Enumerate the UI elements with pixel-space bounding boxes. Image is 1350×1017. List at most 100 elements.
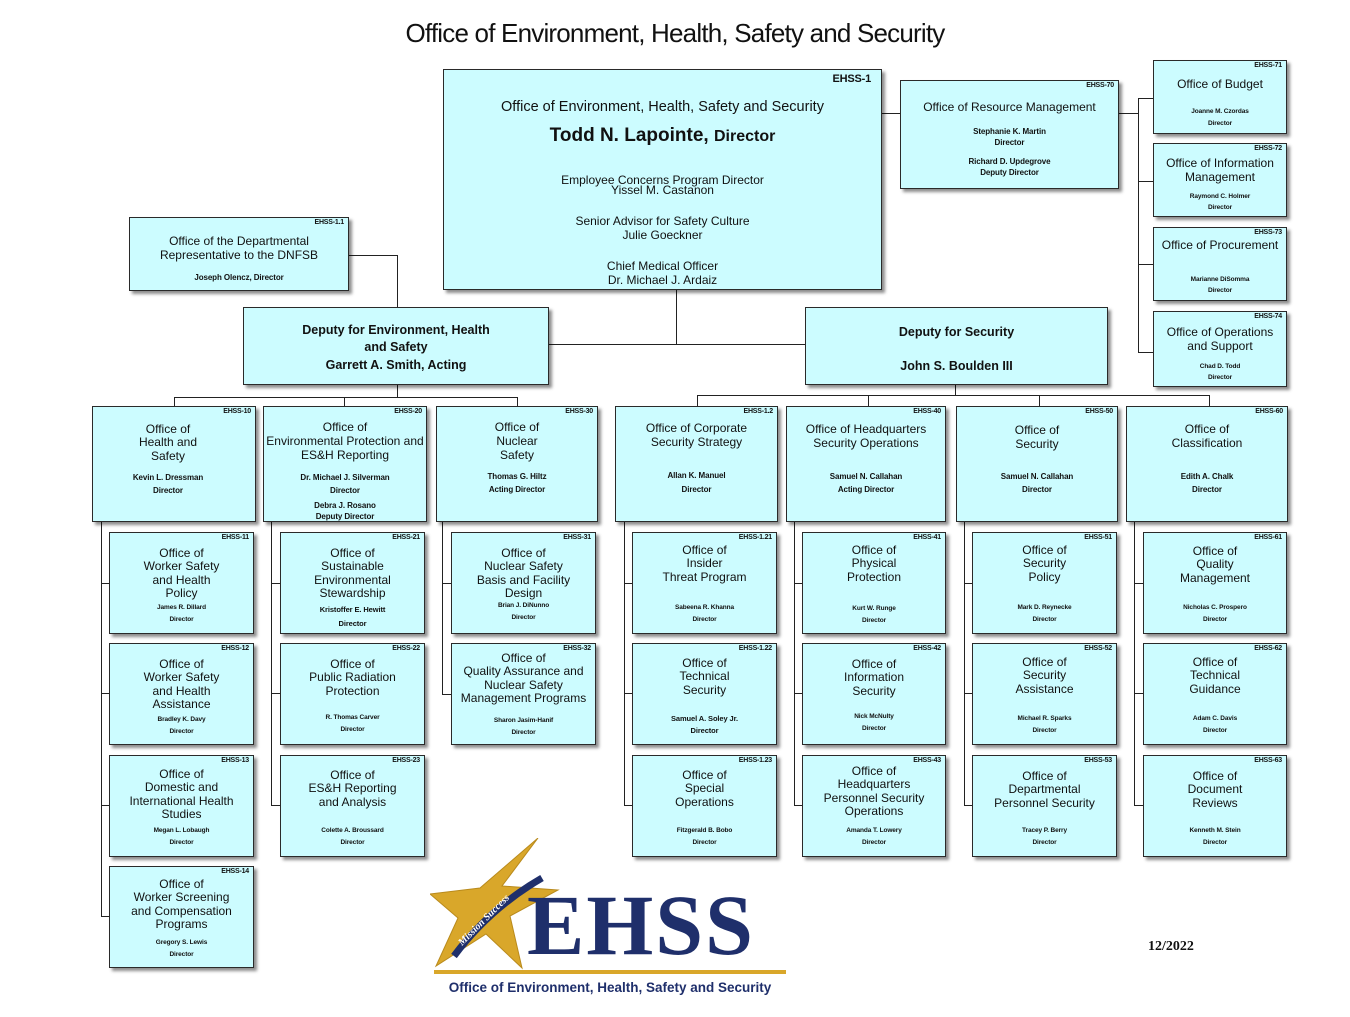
box-name: Nicholas C. Prospero xyxy=(1183,604,1247,611)
box-title: Safety xyxy=(150,449,186,463)
box-title: Personnel Security xyxy=(994,796,1095,810)
office-ehss-61: EHSS-61 Office of Quality Management Nic… xyxy=(1143,532,1287,634)
box-title: Physical xyxy=(851,556,897,570)
office-ehss-20: EHSS-20 Office of Environmental Protecti… xyxy=(263,406,427,522)
box-title: Special xyxy=(684,781,725,795)
box-title: Office of xyxy=(501,651,546,665)
director-box: EHSS-1 Office of Environment, Health, Sa… xyxy=(443,69,882,290)
cmo-title: Chief Medical Officer xyxy=(606,259,719,273)
office-ehss-23: EHSS-23 Office of ES&H Reporting and Ana… xyxy=(280,755,425,857)
box-name: Director xyxy=(340,726,365,733)
box-title: Security Operations xyxy=(813,436,919,450)
box-title: Security xyxy=(1015,437,1059,451)
director-name: Todd N. Lapointe, xyxy=(549,125,709,146)
box-code: EHSS-32 xyxy=(563,645,591,652)
box-title: Assistance xyxy=(1015,682,1074,696)
box-title: and Compensation xyxy=(131,904,232,918)
director-role: Director xyxy=(713,128,776,145)
box-name: Director xyxy=(1207,120,1233,127)
box-title: Worker Safety xyxy=(143,670,220,684)
box-title: Office of xyxy=(1022,655,1067,669)
box-name: Marianne DiSomma xyxy=(1190,276,1250,283)
box-title: Office of xyxy=(330,768,375,782)
box-title: Departmental xyxy=(1008,782,1081,796)
box-title: Operations xyxy=(675,795,734,809)
box-name: Tracey P. Berry xyxy=(1022,827,1067,834)
box-name: Director xyxy=(1192,485,1222,494)
ecp-name: Yissel M. Castanon xyxy=(611,183,714,197)
box-code: EHSS-50 xyxy=(1085,408,1113,415)
box-name: Adam C. Davis xyxy=(1192,715,1238,722)
box-code: EHSS-63 xyxy=(1254,757,1282,764)
box-name: Director xyxy=(1202,839,1228,846)
box-title: Office of xyxy=(159,657,204,671)
box-title: Assistance xyxy=(152,697,211,711)
box-title: Office of xyxy=(159,546,204,560)
box-title: Classification xyxy=(1171,436,1243,450)
box-name: Dr. Michael J. Silverman xyxy=(300,473,390,482)
box-title: Office of Corporate xyxy=(645,421,748,435)
box-title: Protection xyxy=(325,684,380,698)
logo-subtitle: Office of Environment, Health, Safety an… xyxy=(448,980,772,995)
box-title: and Analysis xyxy=(318,795,387,809)
safety-culture-title: Senior Advisor for Safety Culture xyxy=(575,214,750,228)
box-name: Richard D. Updegrove xyxy=(968,157,1051,166)
box-title: Office of Information xyxy=(1166,156,1274,170)
office-ehss-32: EHSS-32 Office of Quality Assurance and … xyxy=(451,643,596,745)
info-management-box: EHSS-72 Office of Information Management… xyxy=(1153,143,1287,217)
box-title: Office of xyxy=(851,543,897,557)
box-title: Office of the Departmental xyxy=(169,234,309,248)
box-title: Policy xyxy=(165,586,198,600)
box-name: Director xyxy=(1032,839,1057,846)
box-name: Director xyxy=(169,839,194,846)
box-code: EHSS-21 xyxy=(392,534,420,541)
box-name: Allan K. Manuel xyxy=(667,471,726,480)
box-name: Kenneth M. Stein xyxy=(1189,827,1241,834)
box-name: Joanne M. Czordas xyxy=(1191,108,1249,115)
box-name: Director xyxy=(511,614,536,621)
box-title: Office of Procurement xyxy=(1161,238,1279,252)
box-name: Garrett A. Smith, Acting xyxy=(325,358,467,372)
box-name: Director xyxy=(340,839,365,846)
box-name: Raymond C. Holmer xyxy=(1189,193,1251,200)
box-code: EHSS-53 xyxy=(1084,757,1112,764)
box-name: Kristoffer E. Hewitt xyxy=(319,605,386,614)
cmo-name: Dr. Michael J. Ardaiz xyxy=(607,273,718,287)
box-title: Threat Program xyxy=(662,570,747,584)
box-name: Acting Director xyxy=(837,485,895,494)
office-ehss-50: EHSS-50 Office of Security Samuel N. Cal… xyxy=(956,406,1118,522)
box-name: Deputy Director xyxy=(315,512,375,521)
box-title: Environmental xyxy=(314,573,391,587)
box-name: Amanda T. Lowery xyxy=(846,827,902,834)
box-name: Director xyxy=(861,839,887,846)
box-name: Acting Director xyxy=(488,485,546,494)
box-title: Insider xyxy=(686,556,723,570)
box-title: Protection xyxy=(846,570,902,584)
box-title: Technical xyxy=(1189,668,1241,682)
box-title: Reviews xyxy=(1192,796,1238,810)
box-code: EHSS-1.21 xyxy=(738,534,772,541)
box-title: and Health xyxy=(152,684,211,698)
box-code: EHSS-14 xyxy=(221,868,249,875)
box-code: EHSS-41 xyxy=(913,534,941,541)
box-title: ES&H Reporting xyxy=(300,448,390,462)
box-code: EHSS-1 xyxy=(832,73,871,85)
office-ehss-1-22: EHSS-1.22 Office of Technical Security S… xyxy=(632,643,777,745)
box-code: EHSS-1.23 xyxy=(738,757,772,764)
dnfsb-box: EHSS-1.1 Office of the Departmental Repr… xyxy=(129,217,349,291)
box-title: Security xyxy=(1022,556,1067,570)
box-title: Office of xyxy=(682,656,727,670)
box-title: Office of xyxy=(159,767,204,781)
box-title: Operations xyxy=(844,804,904,818)
box-name: Samuel A. Soley Jr. xyxy=(670,714,739,723)
deputy-esh-box: Deputy for Environment, Health and Safet… xyxy=(243,307,549,385)
box-title: Personnel Security xyxy=(823,791,925,805)
box-title: Security xyxy=(852,684,896,698)
office-ehss-21: EHSS-21 Office of Sustainable Environmen… xyxy=(280,532,425,634)
box-title: Management xyxy=(1179,571,1251,585)
box-title: Nuclear Safety xyxy=(484,559,563,573)
box-name: Colette A. Broussard xyxy=(321,827,384,834)
box-title: and Support xyxy=(1187,339,1253,353)
office-ehss-1-2: EHSS-1.2 Office of Corporate Security St… xyxy=(615,406,778,522)
office-ehss-62: EHSS-62 Office of Technical Guidance Ada… xyxy=(1143,643,1287,745)
